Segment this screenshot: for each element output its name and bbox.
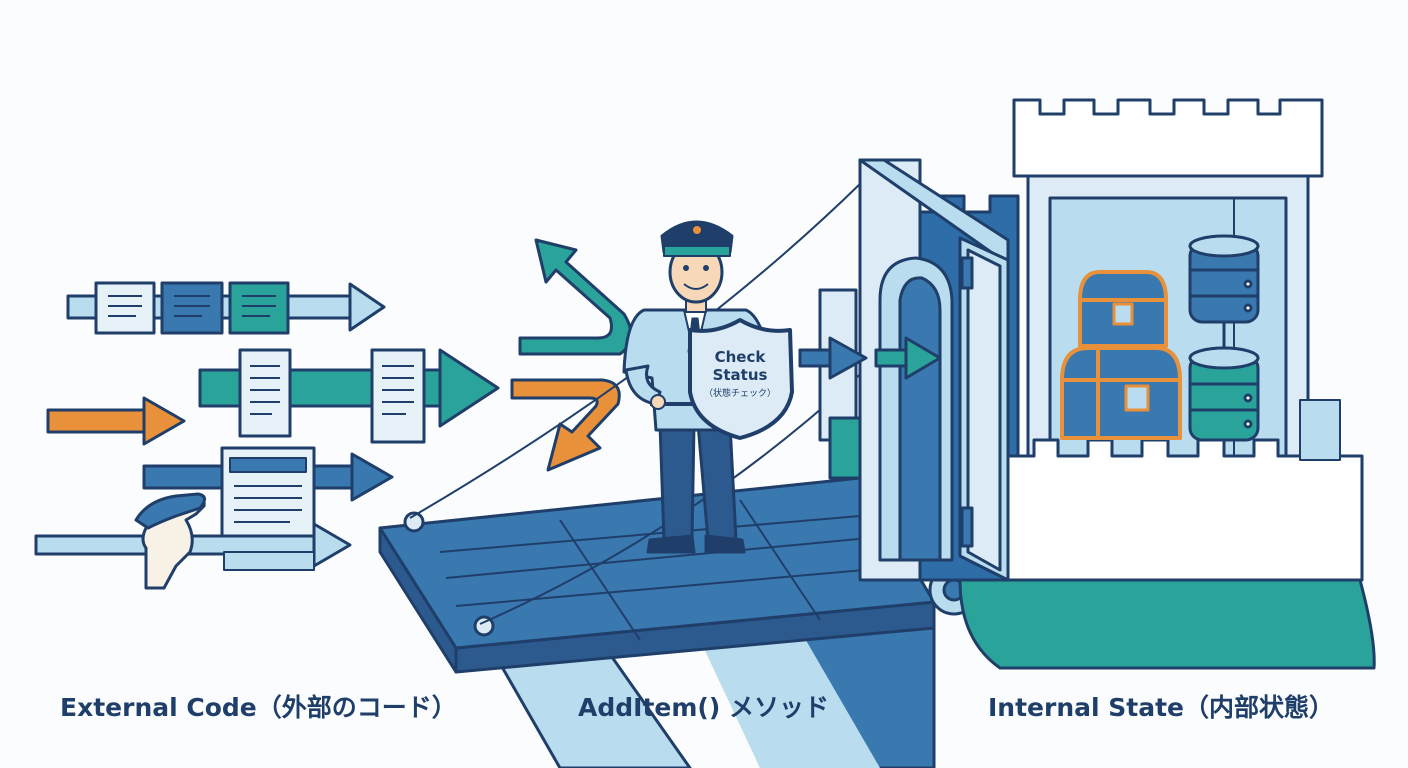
- treasure-chest-icon: [1078, 270, 1168, 348]
- shield-label-line-3: （状態チェック）: [704, 387, 776, 399]
- database-icon: [1188, 346, 1260, 442]
- external-code-group: [34, 281, 500, 590]
- allowed-arrows: [798, 336, 942, 380]
- document-icon: [160, 281, 224, 335]
- method-caption: AddItem() メソッド: [578, 693, 829, 722]
- orange-redirect-arrow: [510, 378, 621, 472]
- external-code-caption: External Code（外部のコード）: [60, 693, 457, 722]
- document-icon: [228, 281, 290, 335]
- document-icon: [220, 446, 316, 542]
- shield-icon: Check Status （状態チェック）: [688, 318, 794, 440]
- database-icon: [1188, 234, 1260, 352]
- hand-icon: [134, 492, 206, 590]
- green-redirect-arrow: [518, 238, 633, 356]
- orange-arrow: [46, 396, 186, 446]
- document-icon: [238, 348, 292, 438]
- rejected-arrows: [510, 238, 633, 472]
- arrow-row-2: [198, 348, 500, 444]
- document-icon: [94, 281, 156, 335]
- arrow-row-3: [142, 446, 394, 542]
- treasure-chest-icon: [1060, 346, 1182, 440]
- shield-label-line-2: Status: [713, 366, 768, 384]
- internal-state-caption: Internal State（内部状態）: [988, 693, 1335, 722]
- shield-label-line-1: Check: [715, 348, 767, 366]
- arrow-row-1: [66, 281, 386, 335]
- document-icon: [370, 348, 426, 444]
